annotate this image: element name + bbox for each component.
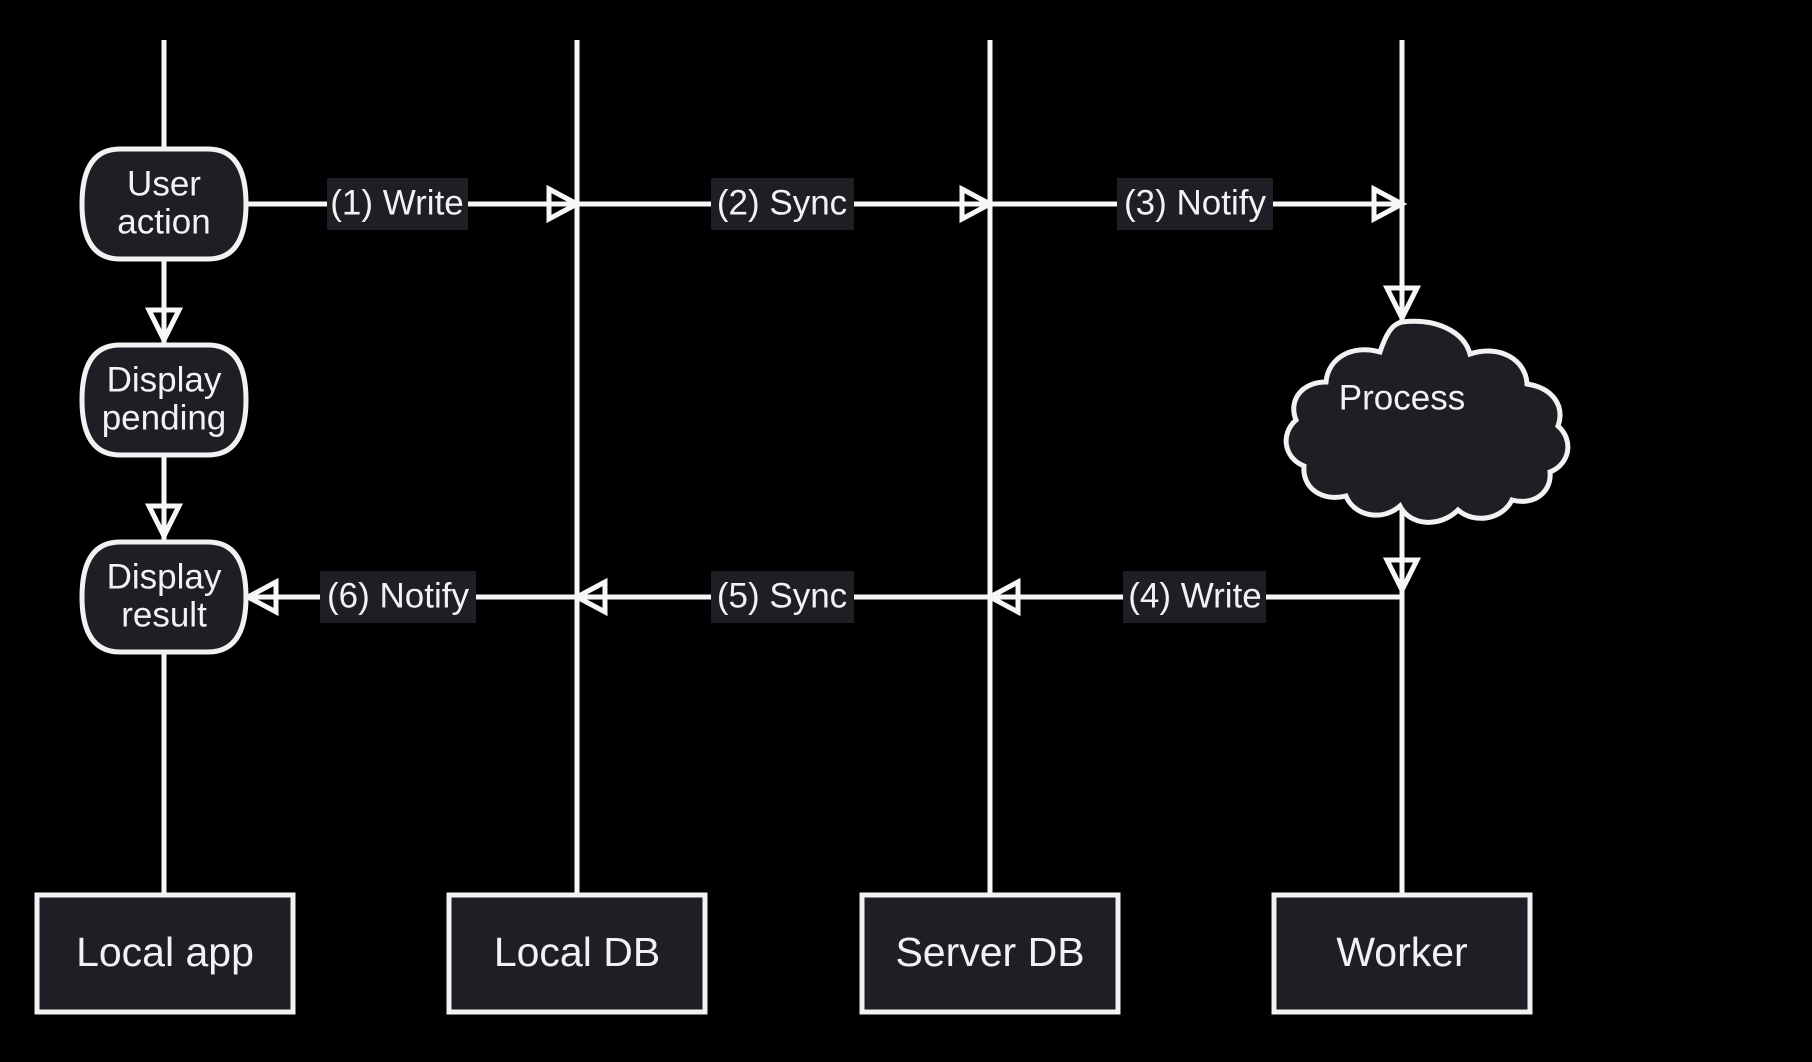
flow-arrow-notify-to-process-icon <box>1382 285 1422 324</box>
msg-5-label-bg <box>711 571 854 623</box>
msg-5-label: (5) Sync <box>717 576 847 615</box>
lifelines-group <box>161 40 1405 895</box>
msg-4-arrowhead-icon <box>984 577 1021 617</box>
msg-4-label-bg <box>1123 571 1266 623</box>
node-process-cloud[interactable]: Process <box>1283 318 1571 525</box>
actor-label-server-db: Server DB <box>895 929 1084 975</box>
actor-label-worker: Worker <box>1336 929 1467 975</box>
node-user-action-line1: User <box>127 164 201 203</box>
flow-arrow-process-to-write-icon <box>1382 557 1422 596</box>
node-process-label: Process <box>1339 378 1465 417</box>
actor-box-local-db[interactable] <box>446 892 708 1015</box>
flow-arrows-worker <box>1382 285 1422 596</box>
msg-1-arrowhead-icon <box>546 184 583 224</box>
flow-arrow-user-to-pending-icon <box>144 307 184 346</box>
msg-3-label-bg <box>1117 178 1273 230</box>
flow-arrows-local-app <box>144 307 184 542</box>
node-display-pending-line1: Display <box>107 360 222 399</box>
msg-1-label-bg <box>327 178 468 230</box>
msg-1-label: (1) Write <box>330 183 464 222</box>
actor-box-worker[interactable] <box>1271 892 1533 1015</box>
actor-label-local-db: Local DB <box>494 929 660 975</box>
node-display-result-line1: Display <box>107 557 222 596</box>
msg-5-arrowhead-icon <box>571 577 608 617</box>
msg-4-label: (4) Write <box>1128 576 1262 615</box>
msg-3-label: (3) Notify <box>1124 183 1266 222</box>
message-labels-group: (1) Write (2) Sync (3) Notify (4) Write … <box>320 178 1273 623</box>
msg-2-label-bg <box>711 178 854 230</box>
node-user-action[interactable]: User action <box>79 146 249 262</box>
actor-box-local-app[interactable] <box>34 892 296 1015</box>
actor-boxes-group: Local app Local DB Server DB Worker <box>34 892 1533 1015</box>
node-display-pending[interactable]: Display pending <box>79 342 249 458</box>
node-display-result-line2: result <box>121 595 207 634</box>
msg-3-arrowhead-icon <box>1371 184 1408 224</box>
actor-label-local-app: Local app <box>76 929 254 975</box>
node-display-pending-line2: pending <box>102 398 227 437</box>
msg-6-arrowhead-icon <box>242 577 279 617</box>
actor-box-server-db[interactable] <box>859 892 1121 1015</box>
flow-arrow-pending-to-result-icon <box>144 503 184 542</box>
msg-2-arrowhead-icon <box>959 184 996 224</box>
msg-2-label: (2) Sync <box>717 183 847 222</box>
msg-6-label-bg <box>320 571 476 623</box>
msg-6-label: (6) Notify <box>327 576 469 615</box>
node-display-result[interactable]: Display result <box>79 539 249 655</box>
node-user-action-line2: action <box>117 202 210 241</box>
